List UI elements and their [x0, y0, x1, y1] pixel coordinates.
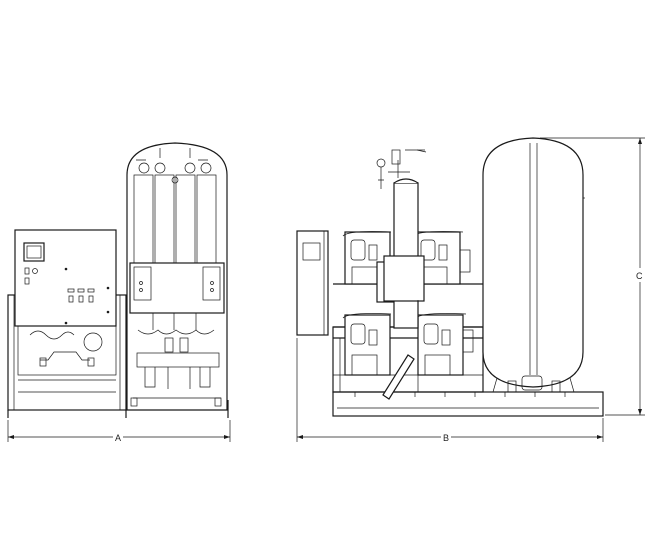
side-view: B C	[296, 137, 646, 443]
dimension-b: B	[296, 338, 604, 443]
control-cabinet	[14, 229, 117, 327]
dimension-c: C	[540, 137, 646, 416]
side-control-panel	[296, 230, 329, 336]
compressor-lower-right	[415, 313, 474, 376]
dimension-a-label: A	[115, 433, 121, 443]
dimension-a: A	[7, 420, 231, 443]
dimension-c-label: C	[636, 271, 643, 281]
receiver-tank	[482, 137, 585, 393]
touchscreen-display	[23, 242, 45, 262]
desiccant-dryer	[126, 142, 229, 418]
base-skid	[332, 391, 604, 417]
filter-column	[376, 149, 427, 400]
compressor-heads	[342, 231, 474, 376]
dimension-b-label: B	[443, 433, 449, 443]
front-view: A	[7, 142, 231, 443]
compressor-lower-left	[342, 313, 392, 376]
